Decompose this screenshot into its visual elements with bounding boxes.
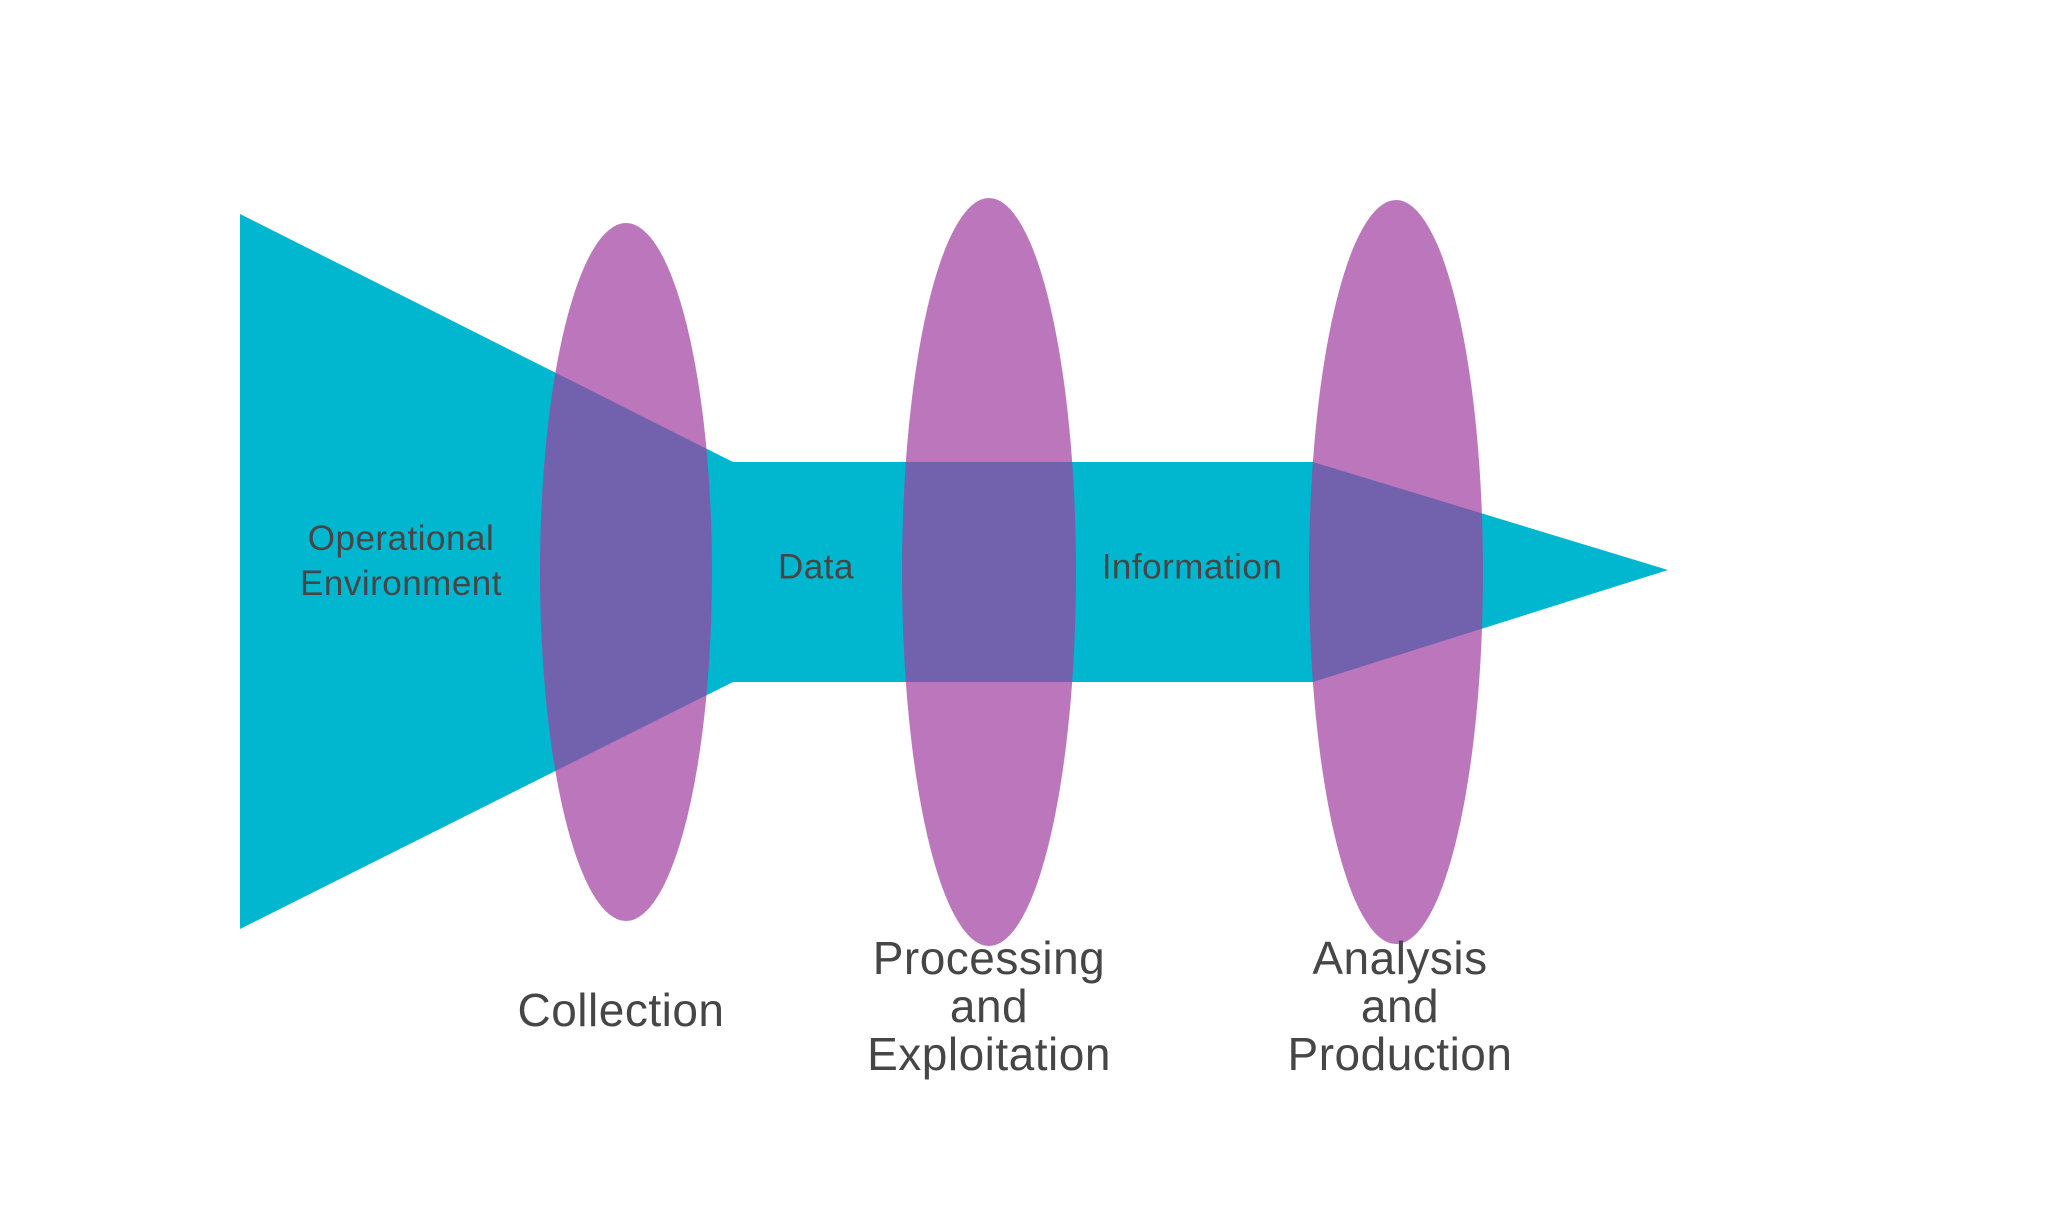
analysis-production-lens-shape xyxy=(1309,200,1483,944)
data-label: Data xyxy=(778,547,854,587)
information-label: Information xyxy=(1101,547,1283,587)
processing-exploitation-stage-label: Processing and Exploitation xyxy=(867,932,1111,1080)
analysis-production-stage-label: Analysis and Production xyxy=(1287,932,1513,1080)
operational-environment-label: Operational Environment xyxy=(300,519,502,603)
collection-lens-shape xyxy=(540,223,712,921)
processing-exploitation-lens-shape xyxy=(902,198,1076,946)
collection-stage-label: Collection xyxy=(517,984,725,1036)
